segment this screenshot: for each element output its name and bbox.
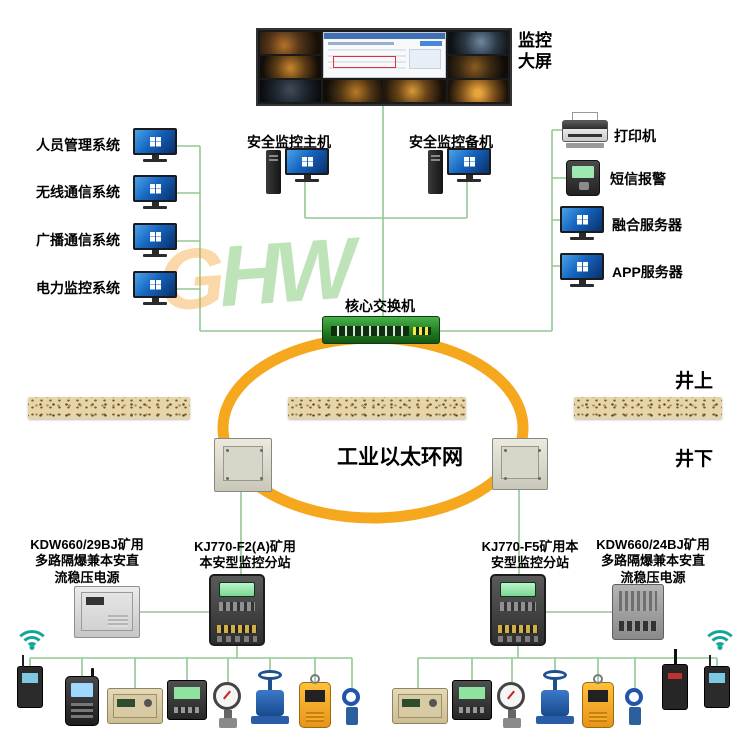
clamp-device-icon — [622, 688, 648, 726]
beige-instrument-icon — [107, 688, 163, 724]
monitor-icon — [560, 253, 604, 287]
label-personnel-system: 人员管理系统 — [36, 137, 120, 153]
junction-box-icon — [492, 438, 548, 490]
wireless-receiver-icon — [704, 655, 730, 708]
label-sms-alarm: 短信报警 — [610, 171, 666, 187]
sms-alarm-icon — [566, 160, 600, 196]
monitoring-substation-icon — [209, 574, 265, 646]
video-wall-label: 监控 大屏 — [518, 31, 552, 72]
clamp-device-icon — [339, 688, 365, 726]
windows-logo-icon — [149, 279, 161, 290]
windows-logo-icon — [149, 183, 161, 194]
label-ethernet-ring: 工业以太环网 — [337, 446, 463, 469]
software-screen — [322, 32, 446, 78]
gas-sensor-icon — [582, 674, 614, 728]
beige-instrument-icon — [392, 688, 448, 724]
label-core-switch: 核心交换机 — [345, 298, 415, 314]
ground-strip — [28, 397, 190, 419]
ground-strip — [574, 397, 722, 419]
windows-logo-icon — [149, 231, 161, 242]
monitor-icon — [133, 271, 177, 305]
label-app-server: APP服务器 — [612, 264, 683, 280]
pressure-gauge-icon — [495, 682, 529, 730]
watermark-letter: H — [215, 225, 279, 326]
monitor-icon — [133, 128, 177, 162]
windows-logo-icon — [301, 156, 313, 167]
watermark-logo: GHW — [155, 219, 354, 331]
monitor-icon — [133, 223, 177, 257]
camera-cell — [322, 80, 383, 102]
label-printer: 打印机 — [614, 128, 656, 144]
power-supply-unit-icon — [612, 584, 664, 640]
monitor-icon — [560, 206, 604, 240]
camera-cell — [447, 32, 508, 54]
dark-instrument-icon — [167, 680, 207, 720]
valve-icon — [536, 670, 574, 730]
windows-logo-icon — [576, 214, 588, 225]
monitor-icon — [285, 148, 329, 182]
monitoring-substation-icon — [490, 574, 546, 646]
label-wireless-system: 无线通信系统 — [36, 184, 120, 200]
label-fusion-server: 融合服务器 — [612, 217, 682, 233]
camera-cell — [260, 32, 321, 54]
wifi-icon — [700, 618, 740, 650]
gas-sensor-icon — [299, 674, 331, 728]
label-power-monitoring-system: 电力监控系统 — [36, 280, 120, 296]
wifi-icon — [12, 618, 52, 650]
label-underground: 井下 — [675, 449, 714, 470]
label-broadcast-system: 广播通信系统 — [36, 232, 120, 248]
watermark-letter: W — [271, 220, 354, 322]
valve-icon — [251, 670, 289, 730]
label-primary-host: 安全监控主机 — [247, 134, 331, 150]
monitor-icon — [447, 148, 491, 182]
camera-cell — [260, 56, 321, 78]
pc-tower-icon — [428, 150, 443, 194]
camera-cell — [447, 56, 508, 78]
ground-strip — [288, 397, 466, 419]
power-supply-cabinet-icon — [74, 586, 140, 638]
printer-icon — [562, 112, 608, 150]
monitor-icon — [133, 175, 177, 209]
pressure-gauge-icon — [211, 682, 245, 730]
alarm-highlight-box — [333, 56, 397, 68]
pc-tower-icon — [266, 150, 281, 194]
windows-logo-icon — [576, 261, 588, 272]
dark-instrument-icon — [452, 680, 492, 720]
camera-cell — [447, 80, 508, 102]
antenna-unit-icon — [662, 649, 688, 710]
core-switch-icon — [322, 316, 440, 344]
wireless-receiver-icon — [17, 655, 43, 708]
label-backup-host: 安全监控备机 — [409, 134, 493, 150]
junction-box-icon — [214, 438, 272, 492]
label-right-power-supply: KDW660/24BJ矿用 多路隔爆兼本安直 流稳压电源 — [596, 537, 710, 585]
switch-leds — [413, 327, 431, 335]
camera-cell — [260, 80, 321, 102]
label-left-power-supply: KDW660/29BJ矿用 多路隔爆兼本安直 流稳压电源 — [30, 537, 144, 585]
camera-cell — [385, 80, 446, 102]
handheld-terminal-icon — [65, 668, 99, 726]
video-wall — [256, 28, 512, 106]
label-above-ground: 井上 — [675, 371, 714, 392]
switch-ports — [331, 326, 409, 336]
label-right-substation: KJ770-F5矿用本 安型监控分站 — [481, 539, 579, 571]
windows-logo-icon — [463, 156, 475, 167]
windows-logo-icon — [149, 136, 161, 147]
label-left-substation: KJ770-F2(A)矿用 本安型监控分站 — [194, 539, 296, 571]
